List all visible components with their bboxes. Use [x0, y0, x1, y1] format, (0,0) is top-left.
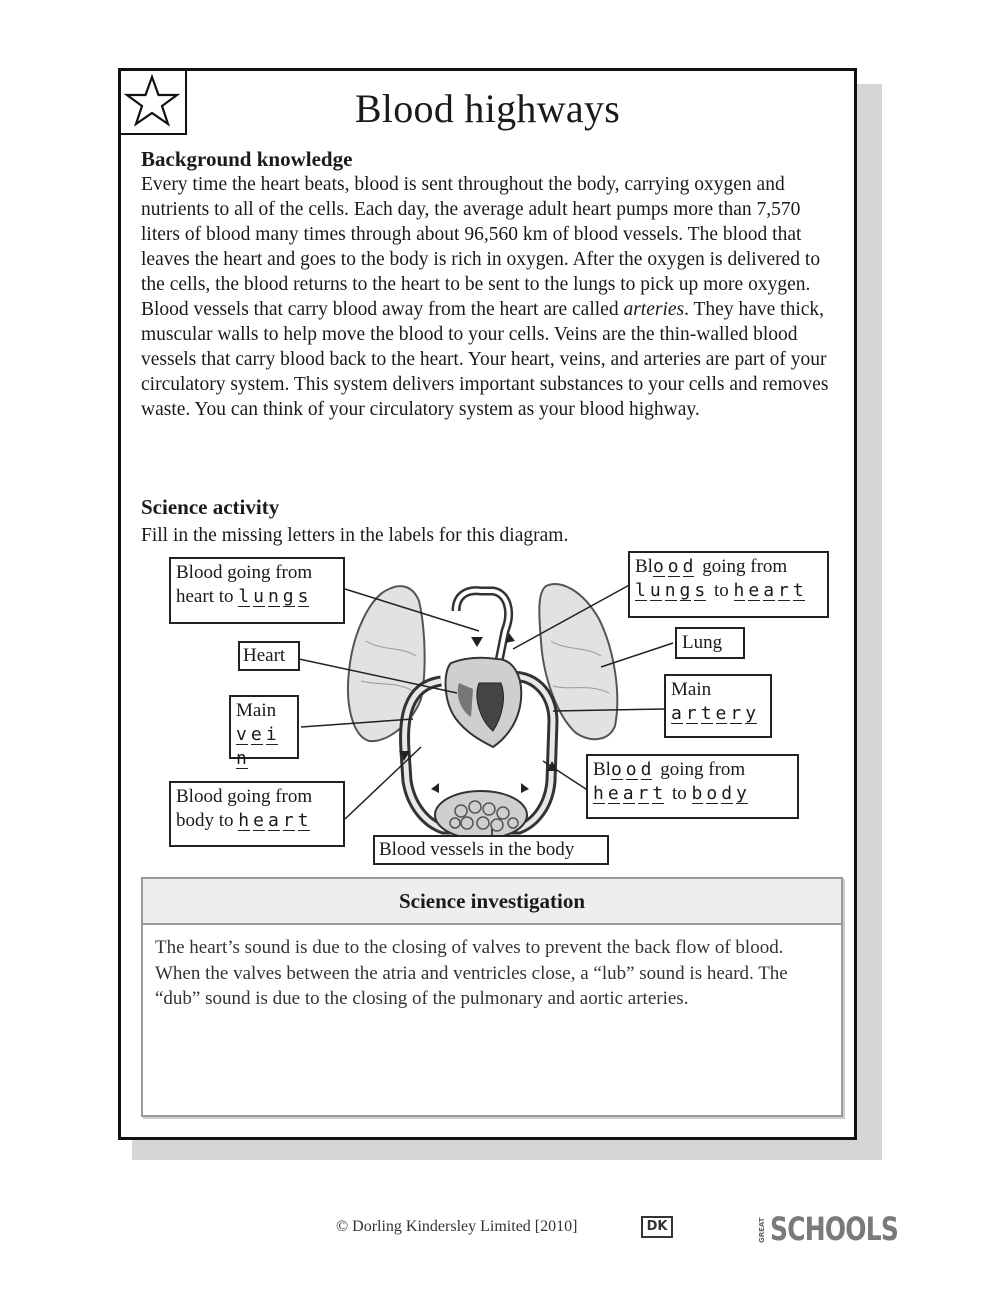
label-heart: Heart	[238, 641, 300, 671]
label-heart-to-lungs-line1: Blood going from	[176, 562, 313, 583]
background-text-before: Every time the heart beats, blood is sen…	[141, 174, 821, 320]
investigation-heading: Science investigation	[143, 879, 841, 925]
lung-texture	[360, 640, 610, 694]
greatschools-logo: SCHOOLS	[770, 1210, 899, 1248]
activity-instruction: Fill in the missing letters in the label…	[141, 525, 569, 546]
worksheet: Blood highways Background knowledge Ever…	[118, 68, 857, 1140]
circulatory-diagram	[298, 582, 674, 843]
page-title: Blood highways	[354, 86, 621, 131]
label-heart-to-lungs-prefix: heart to	[176, 586, 234, 607]
going-from-text: going from	[697, 556, 788, 577]
bl-prefix: Bl	[635, 556, 653, 577]
star-icon	[123, 73, 181, 127]
arteries-italic: arteries	[623, 299, 685, 320]
investigation-box: Science investigation The heart’s sound …	[141, 877, 843, 1117]
activity-heading: Science activity	[141, 495, 280, 519]
leader-lines	[298, 582, 674, 843]
capillary-net	[449, 800, 519, 832]
right-lung-shape	[538, 583, 619, 741]
label-lung: Lung	[675, 627, 745, 659]
greatschools-small-text: GREAT	[758, 1217, 766, 1243]
to-text-2: to	[667, 783, 692, 804]
label-body-to-heart-prefix: body to	[176, 810, 234, 831]
label-blood-vessels-body: Blood vessels in the body	[373, 835, 609, 865]
copyright-text: © Dorling Kindersley Limited [2010]	[336, 1218, 578, 1235]
background-text: Every time the heart beats, blood is sen…	[141, 172, 841, 422]
going-from-text-2: going from	[655, 759, 746, 780]
label-main-vein-line1: Main	[236, 700, 277, 721]
left-lung-shape	[347, 585, 426, 743]
background-text-after: . They have thick, muscular walls to hel…	[141, 299, 829, 420]
label-main-artery-line1: Main	[671, 679, 712, 700]
dk-logo: DK	[641, 1216, 673, 1238]
investigation-text: The heart’s sound is due to the closing …	[155, 937, 788, 1009]
background-heading: Background knowledge	[141, 147, 353, 171]
to-text: to	[709, 580, 734, 601]
capillary-bed	[434, 790, 528, 840]
star-box	[121, 71, 187, 135]
label-body-to-heart-line1: Blood going from	[176, 786, 313, 807]
bl-prefix-2: Bl	[593, 759, 611, 780]
